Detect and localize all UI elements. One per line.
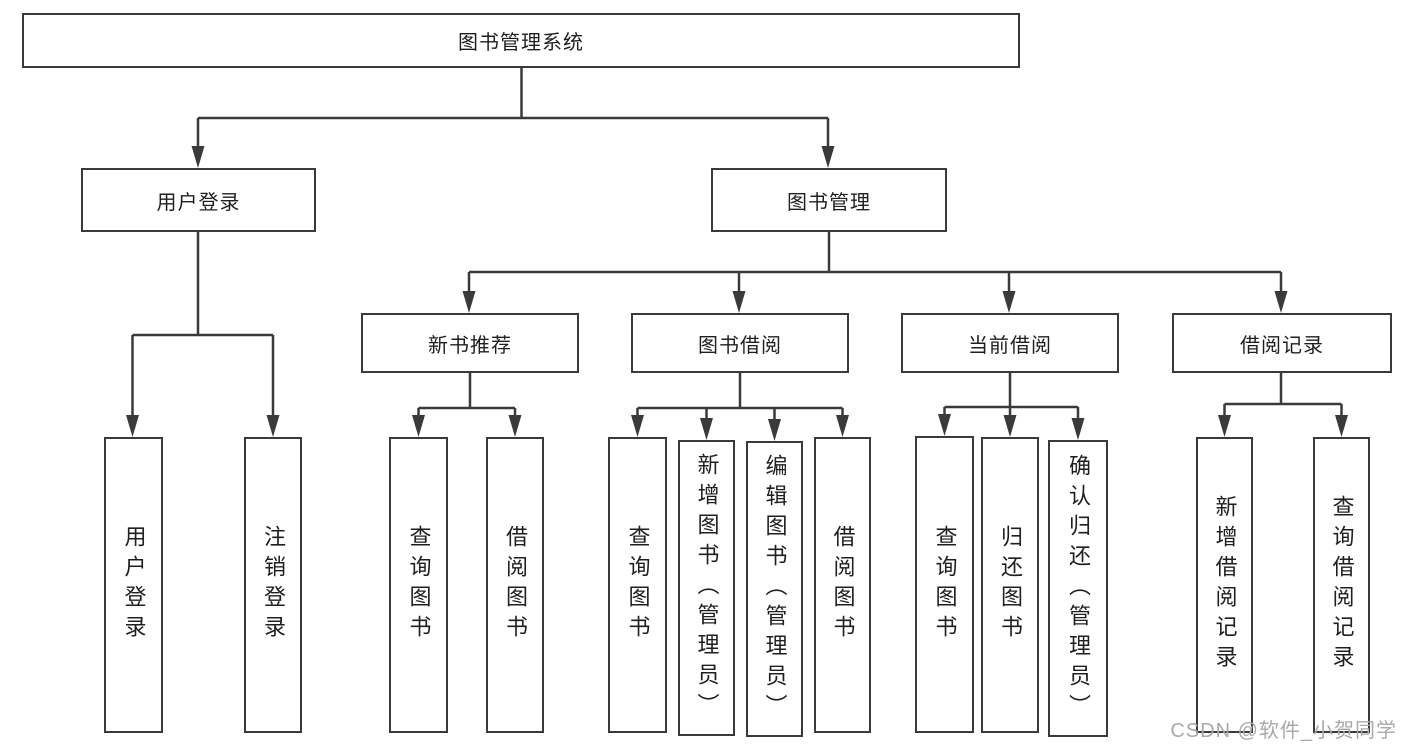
arrow-down-icon xyxy=(126,415,139,437)
arrow-down-icon xyxy=(1274,291,1288,313)
arrow-down-icon xyxy=(508,415,522,437)
tree-edges xyxy=(131,68,1343,422)
arrow-down-icon xyxy=(1003,415,1017,437)
arrow-down-icon xyxy=(821,146,835,168)
leaf-query-books-recommend: 查询图书 xyxy=(389,437,448,733)
node-user-login: 用户登录 xyxy=(81,168,316,232)
arrowhead-icons xyxy=(126,146,1348,441)
leaf-query-books-current: 查询图书 xyxy=(915,436,974,733)
arrow-down-icon xyxy=(1071,418,1085,440)
node-root-library-system: 图书管理系统 xyxy=(22,13,1020,68)
leaf-edit-books-admin: 编辑图书（管理员） xyxy=(746,441,803,737)
leaf-add-borrow-record: 新增借阅记录 xyxy=(1196,437,1253,733)
node-book-management: 图书管理 xyxy=(711,168,947,232)
leaf-query-borrow-record: 查询借阅记录 xyxy=(1313,437,1370,733)
csdn-watermark: CSDN @软件_小贺同学 xyxy=(1170,720,1397,742)
arrow-down-icon xyxy=(1218,415,1231,437)
leaf-borrow-books: 借阅图书 xyxy=(814,437,871,733)
node-borrowing-records: 借阅记录 xyxy=(1172,313,1392,373)
arrow-down-icon xyxy=(266,415,280,437)
leaf-query-books-borrow: 查询图书 xyxy=(608,437,667,733)
arrow-down-icon xyxy=(836,415,849,437)
arrow-down-icon xyxy=(1002,291,1016,313)
leaf-borrow-books-recommend: 借阅图书 xyxy=(486,437,544,733)
arrow-down-icon xyxy=(938,414,951,436)
arrow-down-icon xyxy=(191,146,205,168)
arrow-down-icon xyxy=(700,418,713,440)
leaf-logout: 注销登录 xyxy=(244,437,302,733)
arrow-down-icon xyxy=(732,291,746,313)
leaf-return-books: 归还图书 xyxy=(981,437,1039,733)
leaf-user-login: 用户登录 xyxy=(104,437,163,733)
arrow-down-icon xyxy=(1335,415,1348,437)
node-new-book-recommendation: 新书推荐 xyxy=(361,313,579,373)
node-book-borrowing: 图书借阅 xyxy=(631,313,849,373)
leaf-add-books-admin: 新增图书（管理员） xyxy=(678,440,735,736)
leaf-confirm-return-admin: 确认归还（管理员） xyxy=(1048,440,1108,737)
arrow-down-icon xyxy=(631,415,644,437)
arrow-down-icon xyxy=(412,415,425,437)
arrow-down-icon xyxy=(462,291,476,313)
arrow-down-icon xyxy=(768,419,781,441)
node-current-borrowing: 当前借阅 xyxy=(901,313,1119,373)
